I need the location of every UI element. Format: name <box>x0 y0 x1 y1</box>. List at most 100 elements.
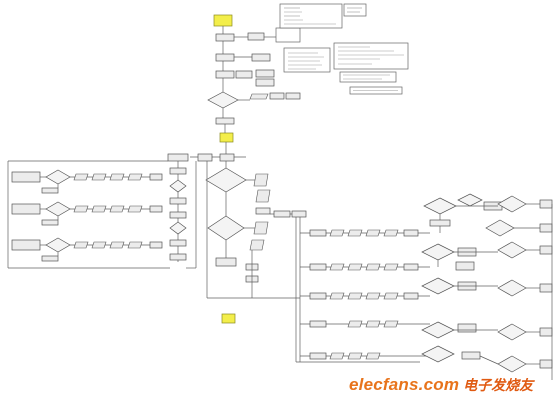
io-parallelogram <box>347 320 363 328</box>
decision-diamond <box>421 321 455 339</box>
io-parallelogram <box>109 205 125 213</box>
process-box <box>255 69 275 78</box>
io-parallelogram <box>255 189 271 203</box>
decision-diamond <box>423 197 457 215</box>
process-box <box>169 197 187 205</box>
io-parallelogram <box>329 352 345 360</box>
process-box <box>461 351 481 360</box>
decision-diamond <box>45 169 71 185</box>
decision-diamond <box>497 241 527 259</box>
watermark-cn-text: 电子发烧友 <box>463 378 534 394</box>
process-box <box>41 187 59 194</box>
process-box <box>539 359 553 369</box>
process-box <box>403 263 419 271</box>
io-parallelogram <box>109 241 125 249</box>
process-box <box>215 257 237 267</box>
io-parallelogram <box>347 229 363 237</box>
process-box <box>197 153 213 162</box>
io-parallelogram <box>383 263 399 271</box>
process-box <box>169 239 187 247</box>
decision-diamond <box>497 323 527 341</box>
io-parallelogram <box>253 221 269 235</box>
decision-diamond <box>421 345 455 363</box>
process-box <box>169 253 187 261</box>
process-box <box>455 261 475 271</box>
process-box <box>169 167 187 175</box>
decision-diamond <box>421 277 455 295</box>
decision-diamond <box>169 179 187 193</box>
process-box <box>11 171 41 183</box>
io-parallelogram <box>365 229 381 237</box>
connector-terminal <box>219 132 234 143</box>
io-parallelogram <box>73 205 89 213</box>
io-parallelogram <box>329 292 345 300</box>
process-box <box>41 255 59 262</box>
process-box <box>269 92 285 100</box>
end-terminal <box>221 313 236 324</box>
flow-line <box>479 355 499 365</box>
process-box <box>429 219 451 227</box>
process-box <box>247 32 265 41</box>
decision-diamond <box>207 215 245 241</box>
process-box <box>251 53 271 62</box>
io-parallelogram <box>109 173 125 181</box>
process-box <box>11 203 41 215</box>
io-parallelogram <box>383 229 399 237</box>
io-parallelogram <box>249 93 269 100</box>
io-parallelogram <box>73 241 89 249</box>
io-parallelogram <box>329 263 345 271</box>
decision-diamond <box>421 243 455 261</box>
io-parallelogram <box>91 173 107 181</box>
io-parallelogram <box>347 292 363 300</box>
io-parallelogram <box>383 292 399 300</box>
process-box <box>11 239 41 251</box>
process-box <box>403 292 419 300</box>
io-parallelogram <box>365 263 381 271</box>
io-parallelogram <box>91 241 107 249</box>
io-parallelogram <box>365 320 381 328</box>
process-box <box>309 263 327 271</box>
process-box <box>309 352 327 360</box>
start-terminal <box>213 14 233 27</box>
watermark-brand: elecfans <box>349 375 419 394</box>
process-box <box>285 92 301 100</box>
comment-box <box>275 27 301 43</box>
io-parallelogram <box>365 352 381 360</box>
io-parallelogram <box>91 205 107 213</box>
decision-diamond <box>45 237 71 253</box>
process-box <box>255 207 271 215</box>
process-box <box>539 283 553 293</box>
io-parallelogram <box>347 263 363 271</box>
watermark-domain: .com <box>418 375 460 394</box>
io-parallelogram <box>329 229 345 237</box>
decision-diamond <box>497 195 527 213</box>
comment-box <box>333 42 409 70</box>
process-box <box>235 70 253 79</box>
io-parallelogram <box>73 173 89 181</box>
process-box <box>215 70 235 79</box>
decision-diamond <box>497 279 527 297</box>
io-parallelogram <box>249 239 265 251</box>
process-box <box>539 245 553 255</box>
decision-diamond <box>497 355 527 373</box>
decision-diamond <box>457 193 483 207</box>
process-box <box>539 223 553 233</box>
process-box <box>149 241 163 249</box>
process-box <box>539 327 553 337</box>
io-parallelogram <box>127 205 143 213</box>
io-parallelogram <box>347 352 363 360</box>
io-parallelogram <box>127 241 143 249</box>
comment-box <box>343 3 367 17</box>
process-box <box>215 117 235 125</box>
process-box <box>309 292 327 300</box>
decision-diamond <box>485 219 515 237</box>
io-parallelogram <box>365 292 381 300</box>
decision-diamond <box>207 91 239 109</box>
comment-box <box>339 71 397 83</box>
process-box <box>457 323 477 333</box>
process-box <box>291 210 307 218</box>
process-box <box>215 53 235 62</box>
process-box <box>149 173 163 181</box>
